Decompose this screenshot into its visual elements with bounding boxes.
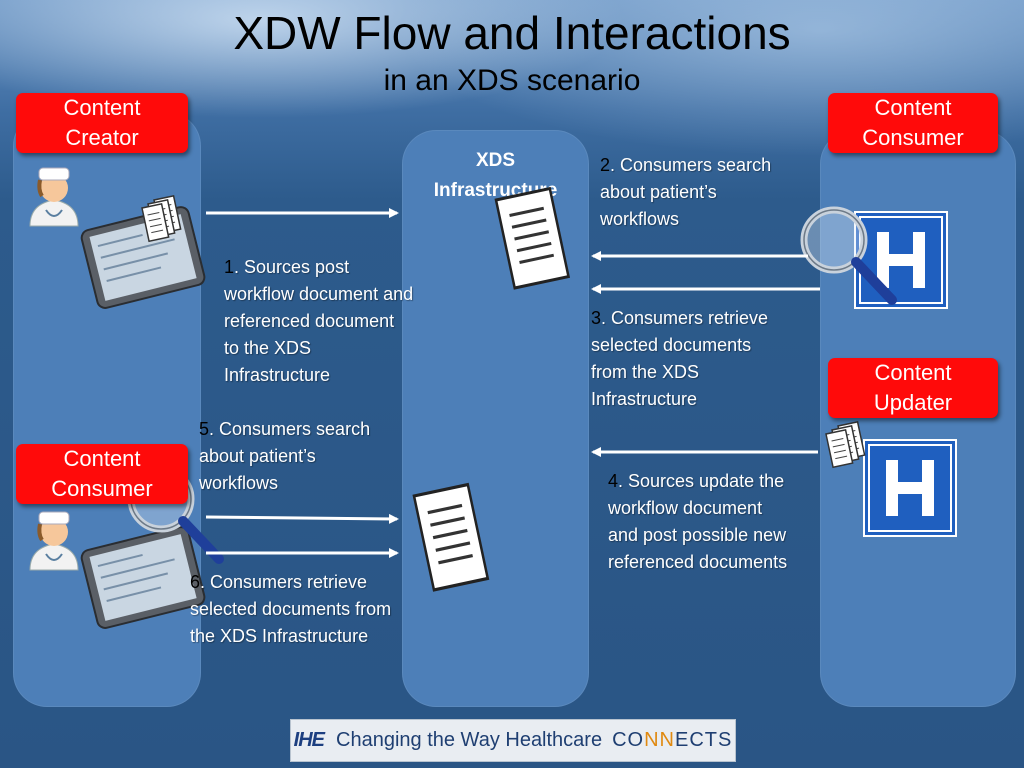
document-icon-top (494, 187, 571, 290)
documents-icon-right (825, 421, 866, 469)
tablet-icon-bottom (79, 524, 208, 631)
slide-subtitle: in an XDS scenario (383, 64, 641, 97)
role-content-creator: Content Creator (16, 93, 188, 153)
tablet-icon-top (79, 204, 208, 311)
step-1-note: 1. Sources post workflow document and re… (224, 257, 414, 385)
document-icon-bottom (412, 482, 490, 592)
footer-connects: CONNECTS (612, 729, 733, 751)
hospital-icon-top (854, 211, 948, 309)
ihe-logo: IHE (293, 729, 325, 751)
step-4-note: 4. Sources update the workflow document … (608, 471, 788, 572)
arrow-step-5 (205, 513, 399, 524)
role-content-updater: Content Updater (828, 358, 998, 418)
step-2-note: 2. Consumers search about patient’s work… (600, 155, 772, 229)
step-5-note: 5. Consumers search about patient’s work… (199, 419, 371, 493)
footer-banner: IHE Changing the Way Healthcare CONNECTS (290, 719, 736, 762)
nurse-icon-bottom (28, 510, 80, 572)
step-6-note: 6. Consumers retrieve selected documents… (190, 572, 392, 646)
step-3-note: 3. Consumers retrieve selected documents… (591, 308, 769, 409)
slide-title: XDW Flow and Interactions (233, 7, 791, 59)
hospital-icon-bottom (863, 439, 957, 537)
footer-tagline: Changing the Way Healthcare (336, 729, 603, 751)
role-content-consumer-bottom: Content Consumer (16, 444, 188, 504)
role-content-consumer-top: Content Consumer (828, 93, 998, 153)
nurse-icon-top (28, 166, 80, 228)
